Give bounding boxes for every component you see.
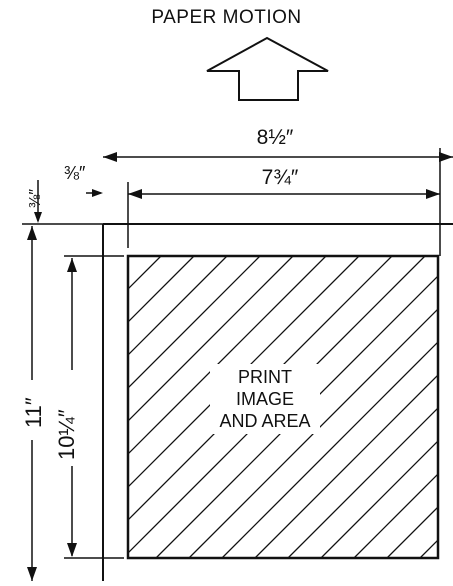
hatch-line	[353, 473, 438, 558]
hatch-line	[128, 256, 294, 422]
hatch-line	[221, 341, 438, 558]
arrowhead-icon	[128, 189, 142, 199]
arrowhead-icon	[439, 152, 453, 162]
print-area-label-line2: IMAGE	[235, 389, 294, 409]
arrowhead-icon	[34, 212, 42, 223]
print-area-label-line3: AND AREA	[219, 411, 311, 431]
arrowhead-icon	[27, 226, 37, 240]
arrowhead-icon	[92, 189, 103, 197]
hatch-line	[320, 440, 438, 558]
top-margin-label: ⅜″	[27, 188, 44, 208]
hatch-line	[128, 256, 129, 257]
hatch-line	[386, 506, 438, 558]
left-margin-label: ⅜″	[64, 163, 86, 183]
arrowhead-icon	[426, 189, 440, 199]
hatch-line	[128, 256, 360, 488]
print-width-label: 7¾″	[261, 166, 299, 189]
paper-motion-title: PAPER MOTION	[151, 7, 302, 28]
hatch-line	[188, 308, 438, 558]
hatch-line	[128, 256, 228, 356]
paper-motion-arrow-icon	[206, 36, 329, 101]
hatch-line	[128, 256, 195, 323]
print-height-label: 10¼″	[54, 409, 79, 460]
arrowhead-icon	[67, 258, 77, 272]
arrowhead-icon	[27, 567, 37, 581]
hatch-line	[287, 407, 438, 558]
arrowhead-icon	[103, 152, 117, 162]
print-area-label-line1: PRINT	[238, 367, 292, 387]
print-area-label: PRINT IMAGE AND AREA	[210, 364, 320, 434]
paper-height-label: 11″	[21, 397, 46, 428]
hatch-line	[128, 256, 261, 389]
hatch-line	[128, 256, 327, 455]
arrowhead-icon	[67, 543, 77, 557]
paper-width-label: 8½″	[256, 126, 294, 149]
hatch-line	[254, 374, 438, 558]
